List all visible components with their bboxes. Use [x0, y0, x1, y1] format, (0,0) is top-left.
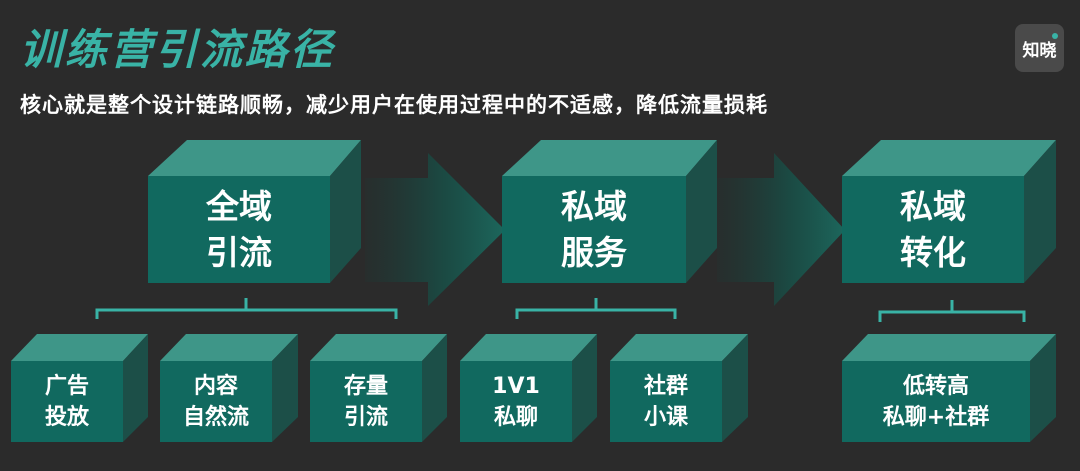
sub-label-line1: 1V1	[492, 373, 540, 399]
sub-label-line1: 内容	[193, 373, 238, 399]
sub-box-6	[842, 334, 1056, 442]
sub-label-3: 存量 引流	[310, 361, 422, 442]
brand-logo: 知晓	[1015, 24, 1064, 72]
sub-label-1: 广告 投放	[11, 361, 123, 442]
sub-label-line2: 引流	[343, 404, 388, 430]
sub-label-line1: 存量	[343, 373, 388, 399]
stage-box-1	[148, 140, 361, 283]
stage-label-line2: 服务	[561, 232, 627, 272]
stage-label-line1: 私域	[561, 186, 627, 226]
page-subtitle: 核心就是整个设计链路顺畅，减少用户在使用过程中的不适感，降低流量损耗	[20, 93, 768, 117]
stage-label-line1: 私域	[900, 186, 966, 226]
stage-label-2: 私域 服务	[502, 176, 686, 283]
sub-label-line1: 低转高	[902, 373, 969, 399]
sub-label-line2: 私聊+社群	[882, 404, 990, 430]
stage-label-line1: 全域	[206, 186, 272, 226]
sub-box-4	[460, 334, 597, 442]
page-title: 训练营引流路径	[20, 25, 336, 74]
sub-box-2	[160, 334, 298, 442]
stage-box-2	[502, 140, 717, 283]
flow-arrow-1	[365, 153, 505, 306]
sub-label-line2: 投放	[44, 404, 89, 430]
sub-label-line1: 广告	[44, 373, 89, 399]
stage-label-line2: 转化	[900, 232, 966, 272]
logo-text: 知晓	[1022, 40, 1057, 61]
sub-label-4: 1V1 私聊	[460, 361, 572, 442]
bracket-1	[95, 298, 398, 319]
logo-dot-icon	[1052, 33, 1058, 39]
bracket-2	[515, 298, 677, 319]
sub-label-line1: 社群	[643, 373, 688, 399]
bracket-3	[878, 300, 1026, 322]
stage-label-line2: 引流	[206, 232, 272, 272]
sub-label-2: 内容 自然流	[160, 361, 272, 442]
sub-label-line2: 私聊	[493, 404, 538, 430]
sub-box-1	[11, 334, 148, 442]
sub-label-line2: 小课	[643, 404, 688, 430]
stage-box-3	[842, 140, 1056, 283]
sub-box-3	[310, 334, 447, 442]
sub-label-line2: 自然流	[182, 404, 249, 430]
stage-label-1: 全域 引流	[148, 176, 330, 283]
sub-label-5: 社群 小课	[610, 361, 722, 442]
sub-label-6: 低转高 私聊+社群	[842, 361, 1030, 442]
sub-box-5	[610, 334, 748, 442]
flow-arrow-2	[717, 153, 845, 306]
stage-label-3: 私域 转化	[842, 176, 1024, 283]
